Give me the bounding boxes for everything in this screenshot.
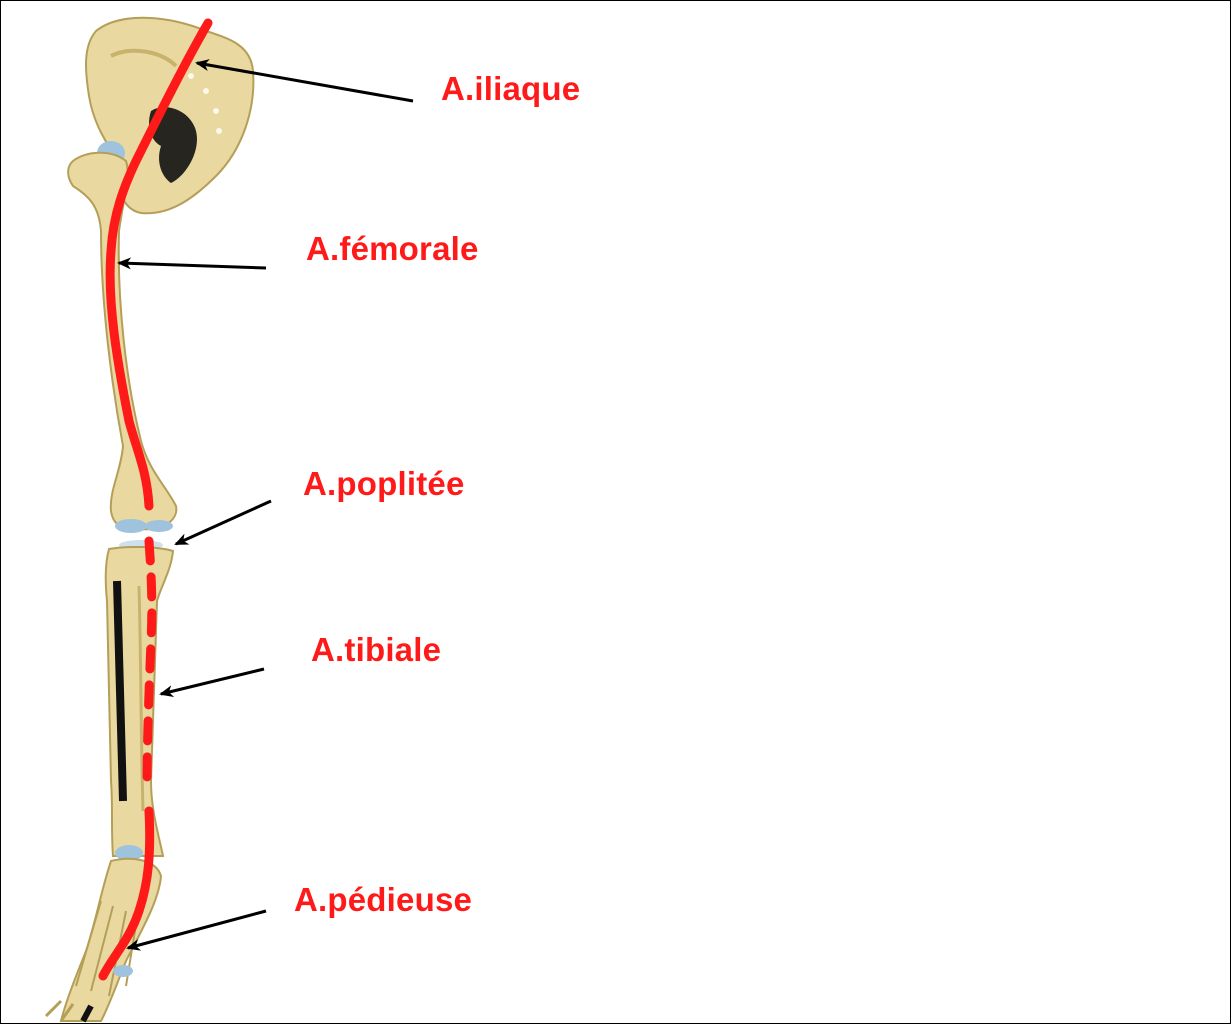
tibia-fibula-bones xyxy=(106,547,173,856)
label-popliteal-artery: A.poplitée xyxy=(303,467,465,500)
label-dorsalis-pedis-artery: A.pédieuse xyxy=(294,883,472,916)
knee-cartilage-upper-right xyxy=(145,520,173,532)
label-tibial-artery: A.tibiale xyxy=(311,633,441,666)
arrow-poplitee xyxy=(176,501,271,544)
arrow-femorale xyxy=(119,263,266,268)
arrow-tibiale xyxy=(161,669,264,694)
label-iliac-artery: A.iliaque xyxy=(441,72,580,105)
label-femoral-artery: A.fémorale xyxy=(306,232,479,265)
knee-cartilage-upper xyxy=(115,519,147,533)
